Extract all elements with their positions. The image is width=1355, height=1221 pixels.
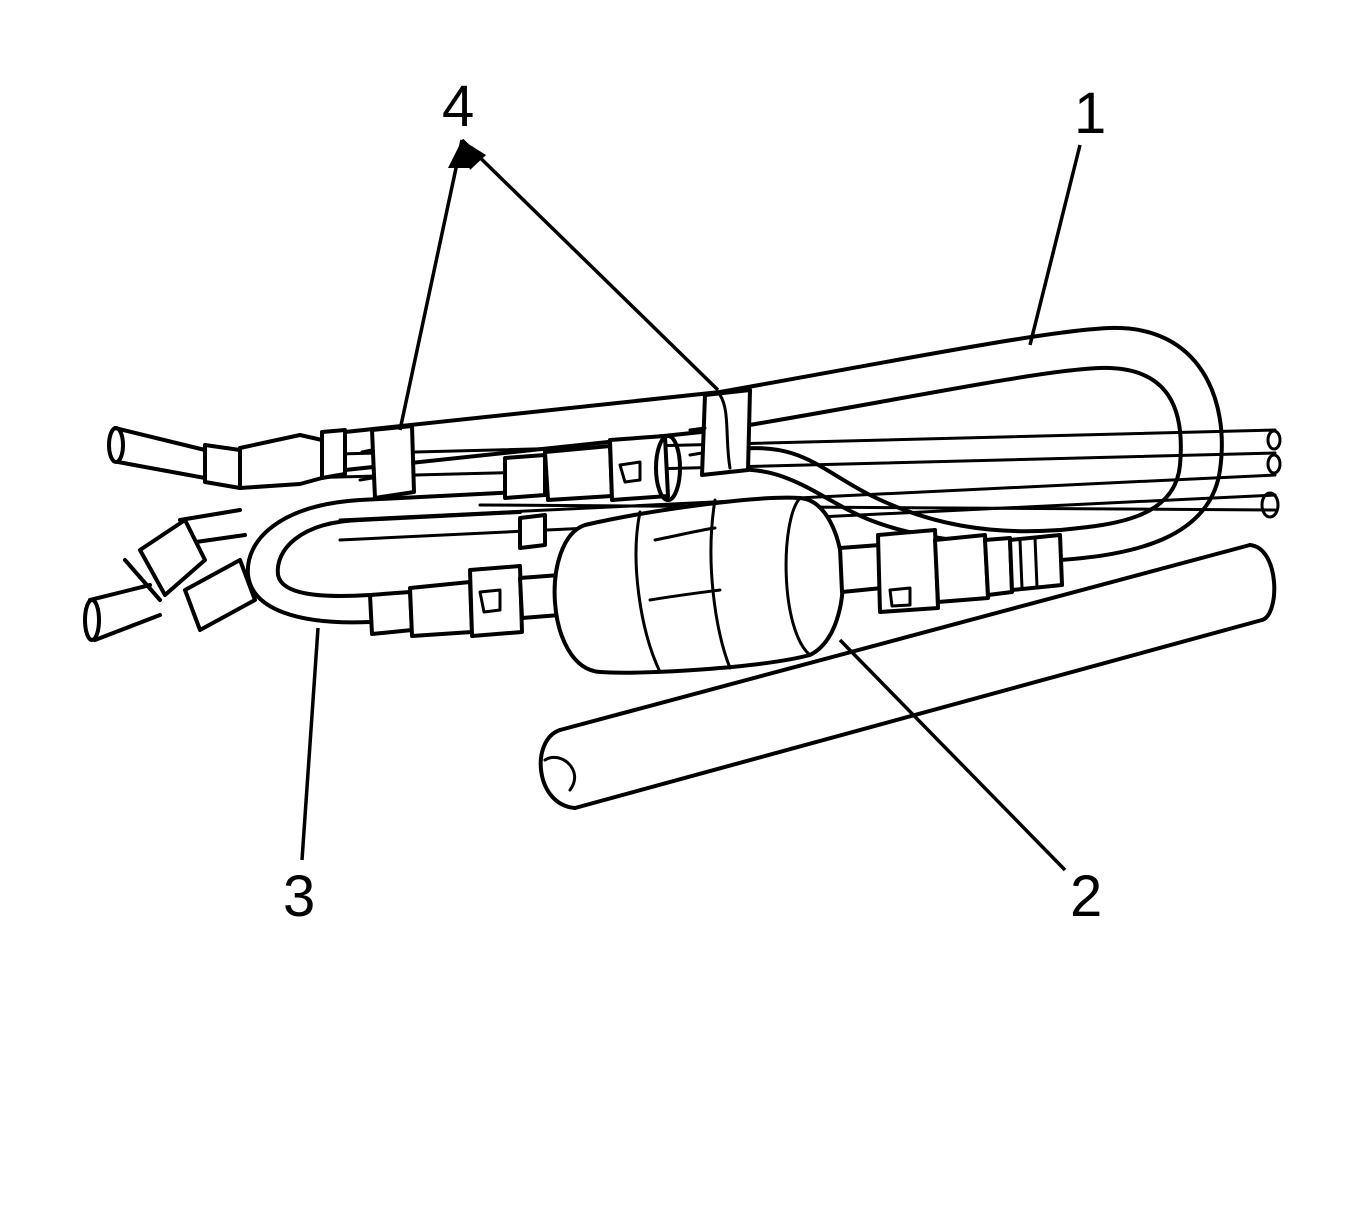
left-hose-bundle: [83, 426, 347, 642]
leader-3: [300, 627, 320, 861]
retaining-clips: [358, 388, 752, 500]
callout-1: 1: [1074, 81, 1107, 146]
lower-left-connectors: [368, 513, 562, 638]
leader-1: [1028, 144, 1082, 346]
arrowhead-4b: [462, 140, 486, 170]
callout-3: 3: [283, 864, 316, 929]
leader-4b: [460, 138, 720, 392]
arrowhead-4a: [448, 140, 470, 168]
leader-4a: [398, 139, 464, 431]
upper-connectors: [503, 434, 682, 502]
leader-lines: [300, 138, 1082, 872]
leader-2: [838, 638, 1067, 872]
fuel-line-3: [245, 488, 562, 625]
lower-cross-tube: [538, 543, 1277, 810]
fuel-filter: [552, 495, 884, 675]
callout-2: 2: [1070, 864, 1103, 929]
right-connectors: [876, 528, 1064, 614]
callout-4: 4: [442, 74, 475, 139]
